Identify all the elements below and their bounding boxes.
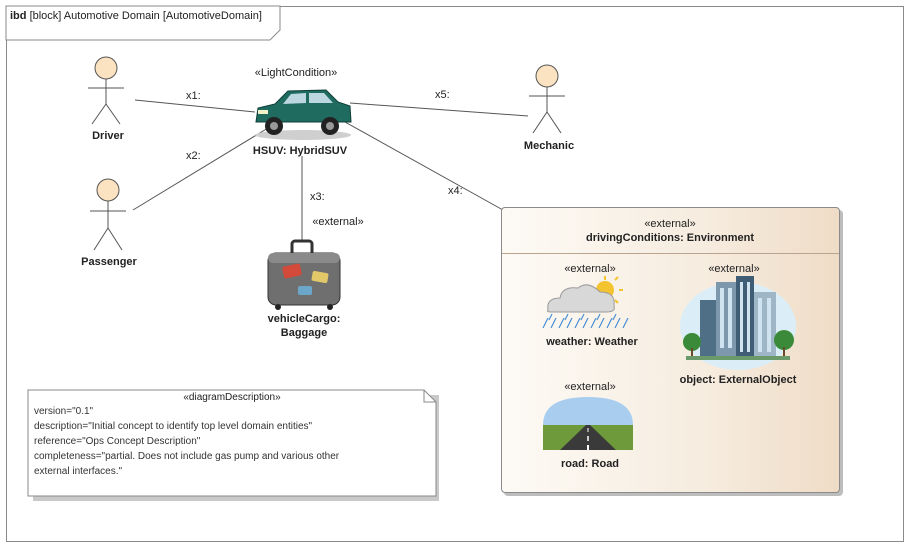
frame-title: ibd [block] Automotive Domain [Automotiv… xyxy=(10,10,262,22)
diagram-description-note-shape[interactable] xyxy=(27,389,439,501)
note-stereotype: «diagramDescription» xyxy=(183,392,281,403)
connector-x1-label: x1: xyxy=(186,90,201,102)
note-line-description: description="Initial concept to identify… xyxy=(34,421,313,432)
environment-divider xyxy=(502,253,839,254)
note-line-completeness: completeness="partial. Does not include … xyxy=(34,451,340,462)
note-line-version: version="0.1" xyxy=(34,406,94,417)
frame-name: [block] Automotive Domain [AutomotiveDom… xyxy=(29,10,262,22)
connector-x3-label: x3: xyxy=(310,191,325,203)
road-icon[interactable] xyxy=(543,397,633,450)
frame-kind: ibd xyxy=(10,10,27,22)
baggage-icon[interactable] xyxy=(267,239,341,310)
hsuv-name: HSUV: HybridSUV xyxy=(252,145,348,157)
hsuv-stereotype: «LightCondition» xyxy=(254,67,338,79)
cargo-stereotype: «external» xyxy=(312,216,364,228)
actor-mechanic-label: Mechanic xyxy=(523,140,575,152)
object-stereotype: «external» xyxy=(708,263,760,275)
actor-driver-figure[interactable] xyxy=(88,56,124,125)
road-name: road: Road xyxy=(560,458,620,470)
note-line-completeness-cont: external interfaces." xyxy=(34,466,123,477)
frame-tab-shape xyxy=(5,5,281,41)
connector-x4-label: x4: xyxy=(448,185,463,197)
note-line-reference: reference="Ops Concept Description" xyxy=(34,436,201,447)
weather-name: weather: Weather xyxy=(546,336,638,348)
hsuv-car-icon[interactable] xyxy=(255,89,352,140)
connector-x2[interactable] xyxy=(132,127,269,211)
connector-x5[interactable] xyxy=(349,102,529,117)
road-stereotype: «external» xyxy=(564,381,616,393)
connector-x1[interactable] xyxy=(134,99,256,113)
connector-x5-label: x5: xyxy=(435,89,450,101)
actor-mechanic-figure[interactable] xyxy=(529,64,565,134)
connector-x4[interactable] xyxy=(344,121,504,211)
object-name: object: ExternalObject xyxy=(679,374,797,386)
weather-stereotype: «external» xyxy=(564,263,616,275)
buildings-icon[interactable] xyxy=(680,276,796,370)
weather-icon[interactable] xyxy=(542,276,629,329)
cargo-name-line2: Baggage xyxy=(280,327,328,339)
actor-passenger-label: Passenger xyxy=(81,256,137,268)
actor-driver-label: Driver xyxy=(92,130,124,142)
connector-x2-label: x2: xyxy=(186,150,201,162)
cargo-name-line1: vehicleCargo: xyxy=(267,313,341,325)
actor-passenger-figure[interactable] xyxy=(90,178,126,251)
diagram-frame xyxy=(6,6,904,542)
environment-stereotype: «external» xyxy=(644,218,696,230)
environment-name: drivingConditions: Environment xyxy=(585,232,755,244)
